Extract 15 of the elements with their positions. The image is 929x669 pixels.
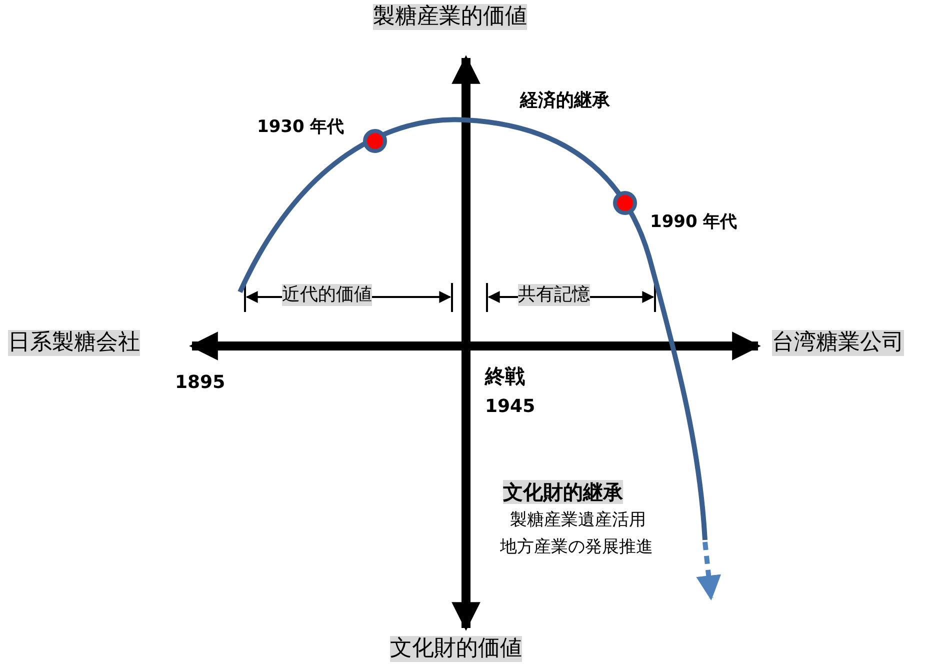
year-label: 1945 xyxy=(485,396,536,418)
axis-label: 製糖産業的価値 xyxy=(373,4,527,30)
year-label: 1990 年代 xyxy=(650,212,738,232)
span-label: 共有記憶 xyxy=(518,284,590,306)
annotation: 文化財的継承 xyxy=(503,480,623,504)
annotation: 終戦 xyxy=(485,364,525,388)
year-label: 1895 xyxy=(175,372,226,394)
note-text: 製糖産業遺産活用 xyxy=(510,510,646,530)
note-text: 地方産業の発展推進 xyxy=(500,537,653,558)
axis-label: 文化財的価値 xyxy=(390,636,522,662)
axis-label: 日系製糖会社 xyxy=(8,330,140,356)
year-label: 1930 年代 xyxy=(257,117,344,138)
axis-label: 台湾糖業公司 xyxy=(772,330,904,356)
annotation: 経済的継承 xyxy=(520,90,610,112)
span-label: 近代的価値 xyxy=(282,284,372,306)
